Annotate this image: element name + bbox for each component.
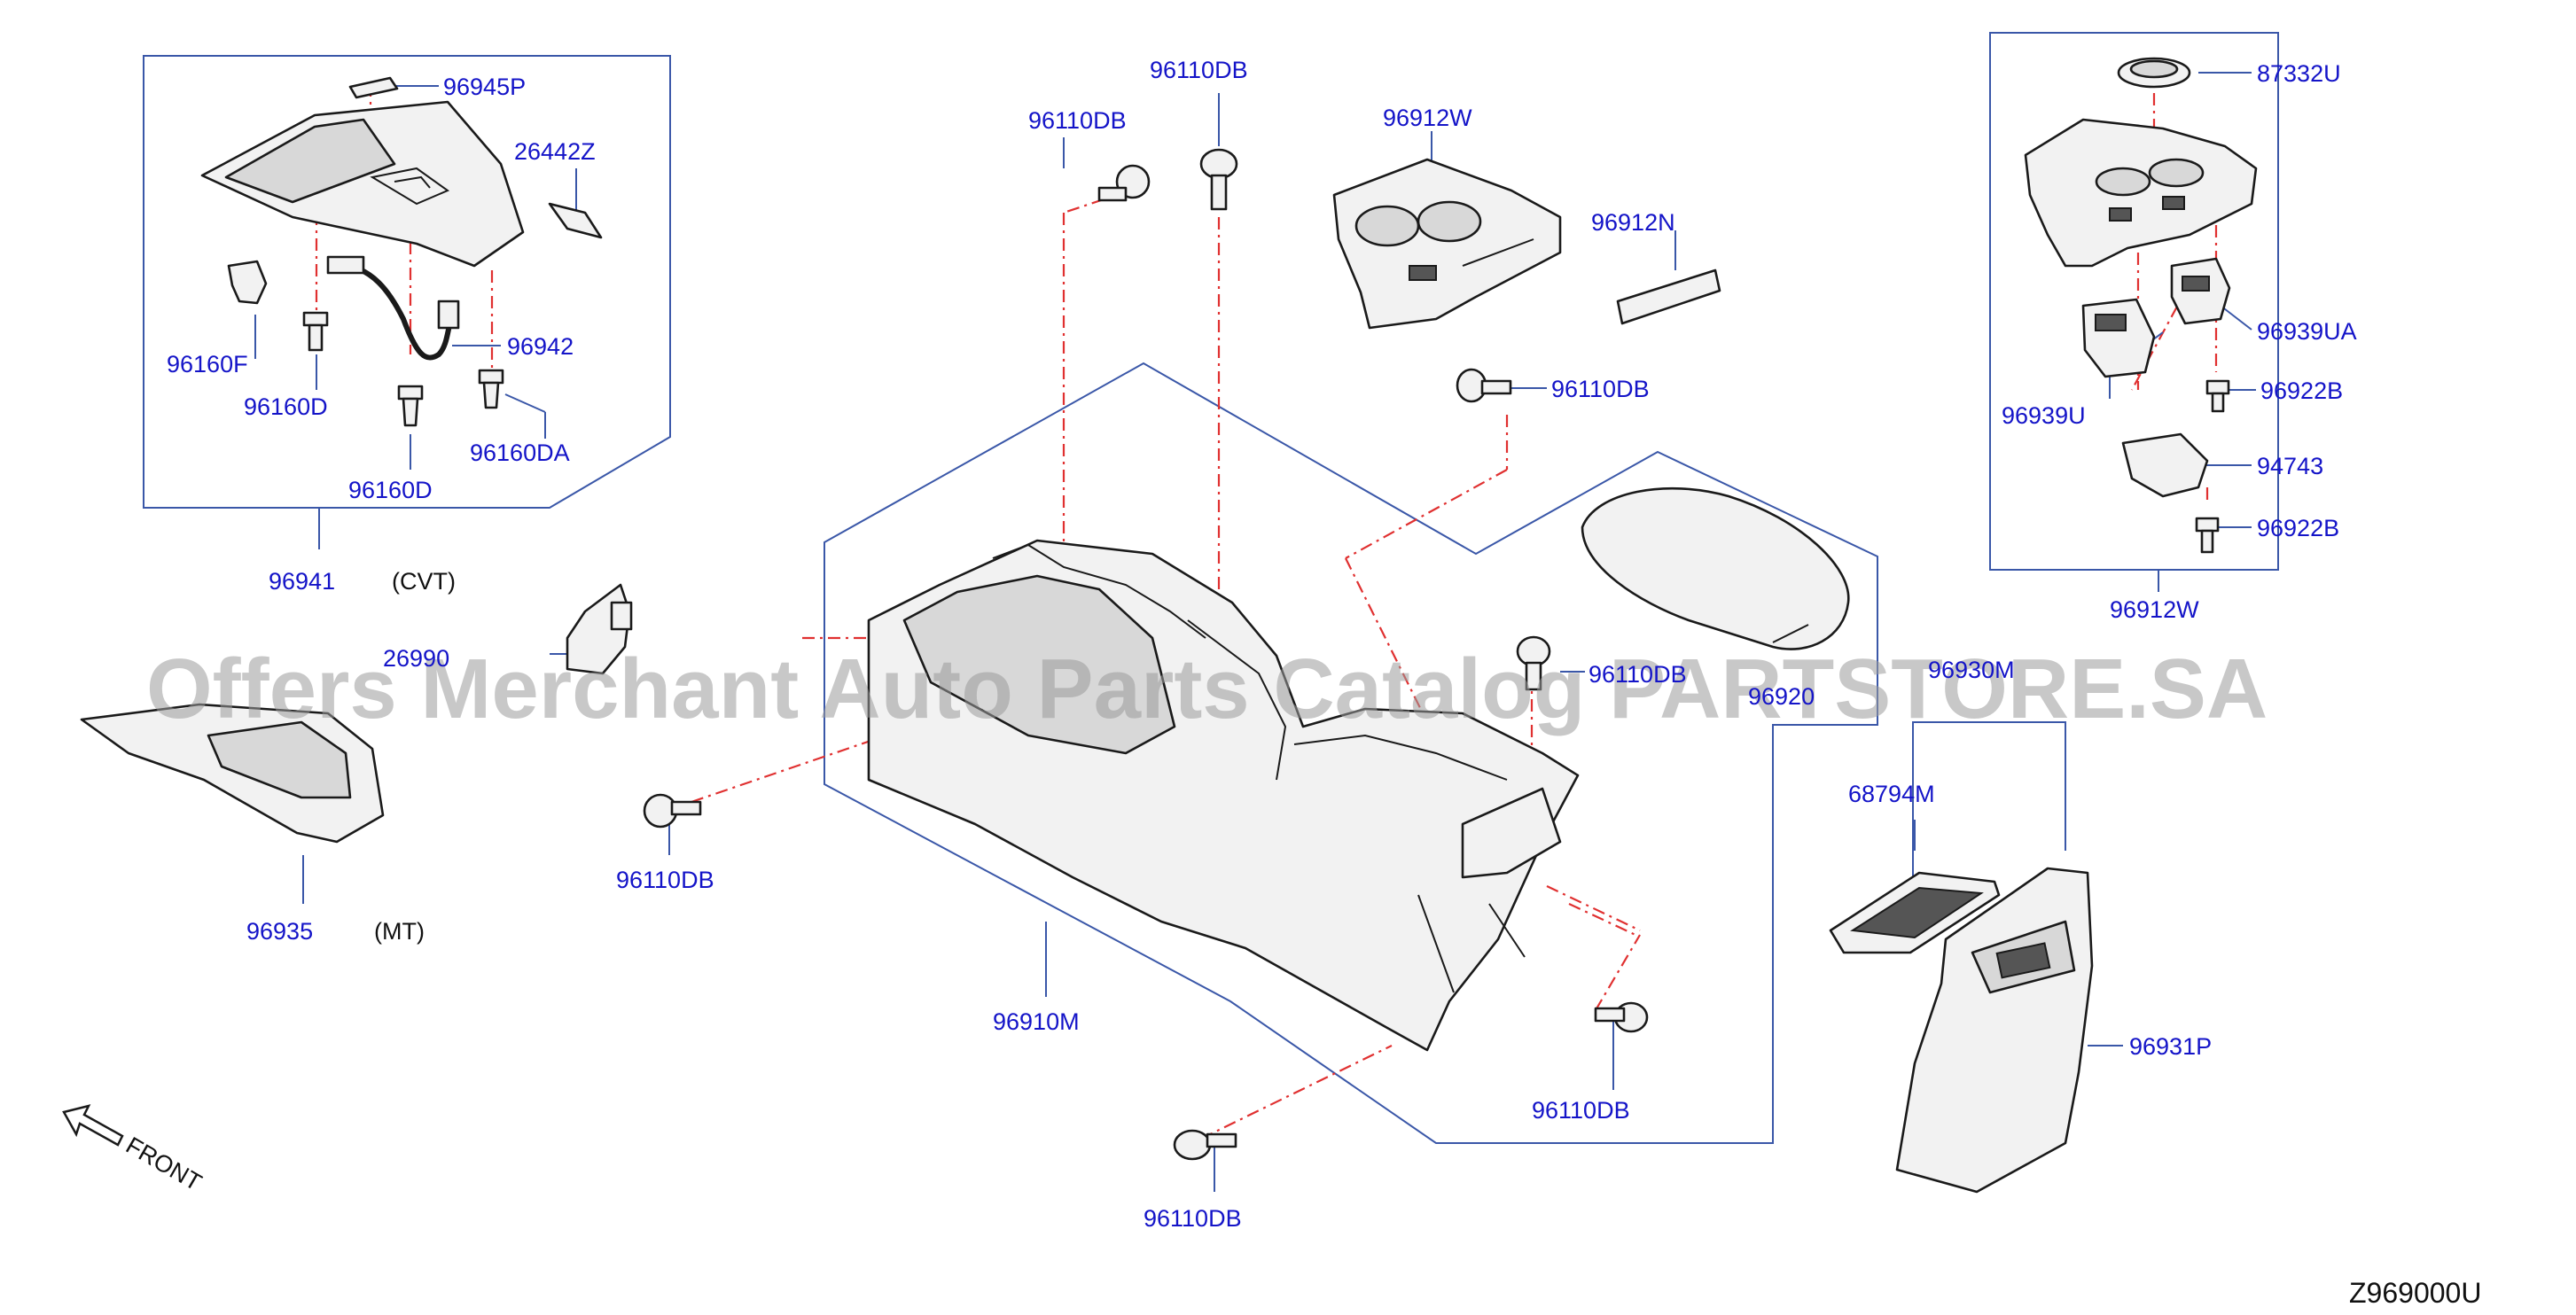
label-87332U[interactable]: 87332U <box>2257 60 2341 87</box>
front-arrow-icon <box>62 1104 124 1147</box>
label-mt: (MT) <box>374 918 425 945</box>
label-96160D-b[interactable]: 96160D <box>348 477 433 503</box>
label-96110DB-bottom[interactable]: 96110DB <box>1144 1205 1242 1232</box>
label-96930M[interactable]: 96930M <box>1928 657 2015 683</box>
screw-96110DB-top1 <box>1097 164 1151 202</box>
screw-96110DB-bottom <box>1173 1129 1237 1161</box>
label-96110DB-botright[interactable]: 96110DB <box>1532 1097 1630 1124</box>
label-68794M[interactable]: 68794M <box>1848 781 1935 807</box>
socket-96939U <box>2081 298 2156 378</box>
shift-bezel-cvt <box>200 100 525 268</box>
label-96939UA[interactable]: 96939UA <box>2257 318 2357 345</box>
vent-68794M <box>1829 871 2001 954</box>
rear-cover-96931P <box>1895 867 2094 1194</box>
label-96939U[interactable]: 96939U <box>2002 402 2086 429</box>
label-96110DB-right[interactable]: 96110DB <box>1551 376 1650 402</box>
centerlines <box>315 84 2218 1140</box>
label-96945P[interactable]: 96945P <box>443 74 526 100</box>
trim-96945P <box>348 76 399 99</box>
screw-96160D-a <box>302 311 329 352</box>
label-96920[interactable]: 96920 <box>1748 683 1815 710</box>
cupholder-group-box <box>1989 32 2279 571</box>
harness-96942 <box>326 255 460 361</box>
label-96931P[interactable]: 96931P <box>2129 1033 2212 1060</box>
label-96922B-a[interactable]: 96922B <box>2260 377 2343 404</box>
diagram-code: Z969000U <box>2349 1277 2481 1309</box>
cvt-group-box <box>143 55 671 509</box>
console-body-96910M <box>867 539 1580 1052</box>
bracket-26990 <box>566 583 633 675</box>
label-96160DA[interactable]: 96160DA <box>470 440 570 466</box>
screw-96110DB-top2 <box>1199 148 1238 211</box>
watermark: Offers Merchant Auto Parts Catalog PARTS… <box>146 642 2268 736</box>
screw-96922B-a <box>2205 379 2230 413</box>
rear-cover-group-box <box>1912 721 2066 877</box>
label-96941[interactable]: 96941 <box>269 568 335 595</box>
label-cvt: (CVT) <box>392 568 456 595</box>
screw-96110DB-right <box>1456 368 1512 403</box>
shift-bezel-mt <box>80 703 385 844</box>
label-96110DB-mid[interactable]: 96110DB <box>1589 661 1687 688</box>
label-94743[interactable]: 94743 <box>2257 453 2323 479</box>
cupholder-96912W-box <box>2024 118 2258 268</box>
label-96110DB-top2[interactable]: 96110DB <box>1150 57 1248 83</box>
finisher-96912N <box>1616 268 1721 325</box>
label-96935[interactable]: 96935 <box>246 918 313 945</box>
label-96922B-b[interactable]: 96922B <box>2257 515 2339 541</box>
label-96160D-a[interactable]: 96160D <box>244 393 328 420</box>
screw-96922B-b <box>2195 517 2220 554</box>
cup-ring-87332U <box>2117 57 2191 89</box>
socket-96939UA <box>2170 257 2231 325</box>
label-96912N[interactable]: 96912N <box>1591 209 1675 236</box>
screw-96110DB-left <box>643 793 702 829</box>
armrest-lid-96920 <box>1581 486 1850 650</box>
label-96912W-box[interactable]: 96912W <box>2110 596 2199 623</box>
label-26990[interactable]: 26990 <box>383 645 449 672</box>
console-group-box <box>824 362 1878 1144</box>
label-96910M[interactable]: 96910M <box>993 1008 1080 1035</box>
screw-96160D-b <box>397 385 424 427</box>
clip-96160F <box>227 260 268 305</box>
label-26442Z[interactable]: 26442Z <box>514 138 596 165</box>
label-96110DB-left[interactable]: 96110DB <box>616 867 714 893</box>
label-96942[interactable]: 96942 <box>507 333 574 360</box>
screw-96110DB-botright <box>1594 1001 1649 1033</box>
trim-26442Z <box>548 202 603 239</box>
label-96160F[interactable]: 96160F <box>167 351 248 377</box>
screw-96160DA <box>478 369 504 409</box>
label-96912W-top[interactable]: 96912W <box>1383 105 1472 131</box>
label-96110DB-top1[interactable]: 96110DB <box>1028 107 1127 134</box>
bracket-94743 <box>2121 432 2209 498</box>
cupholder-96912W-top <box>1332 158 1562 330</box>
screw-96110DB-mid <box>1516 635 1551 691</box>
label-front: FRONT <box>121 1132 207 1195</box>
